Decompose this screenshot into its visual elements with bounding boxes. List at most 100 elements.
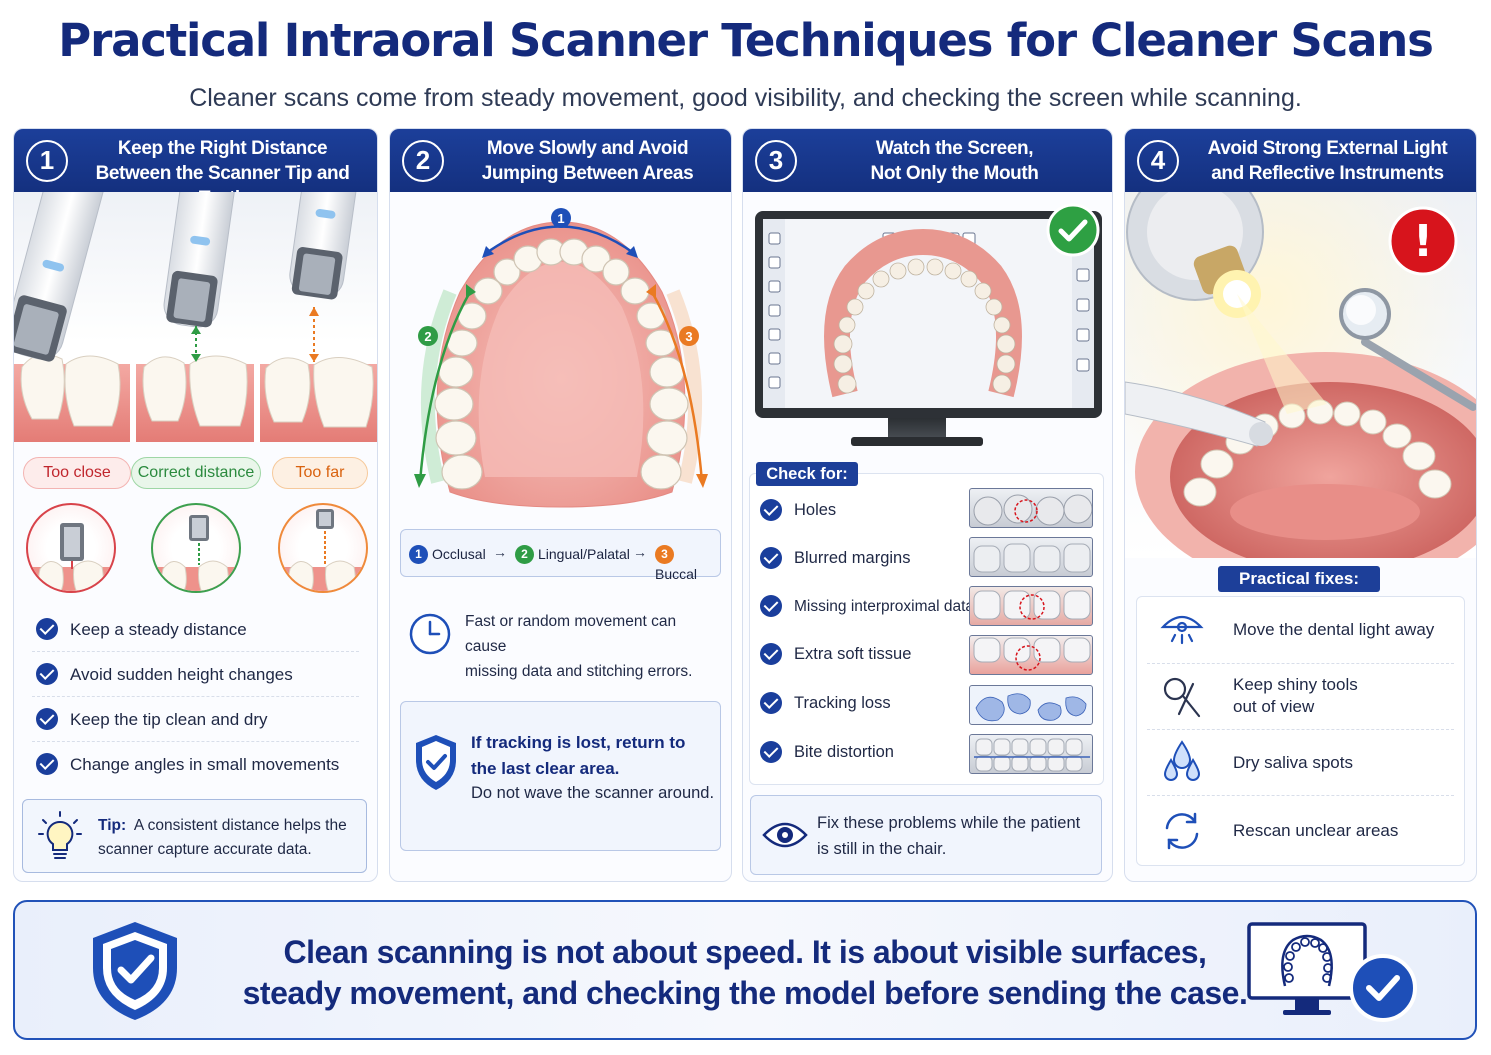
eye-icon — [762, 822, 808, 848]
scan-model-svg — [763, 219, 1094, 408]
check-circle-icon — [36, 708, 58, 730]
list-item: Missing interproximal data — [760, 588, 974, 624]
check-circle-icon — [760, 547, 782, 569]
thumbnail-svg — [973, 637, 1091, 671]
tracking-note: Do not wave the scanner around. — [471, 784, 715, 802]
practical-fixes-list: Move the dental light away Keep shiny to… — [1136, 596, 1465, 866]
check-circle-icon — [760, 643, 782, 665]
fix-line: Fix these problems while the patient — [817, 814, 1081, 832]
panel-distance: 1 Keep the Right Distance Between the Sc… — [13, 128, 378, 882]
list-item: Dry saliva spots — [1147, 730, 1454, 796]
list-item-text: Keep the tip clean and dry — [70, 710, 268, 729]
panel-title-line: Not Only the Mouth — [870, 163, 1039, 184]
monitor-check-icon — [1247, 922, 1417, 1022]
step-label: Occlusal — [432, 546, 486, 562]
panel-header: 1 Keep the Right Distance Between the Sc… — [14, 129, 377, 209]
tracking-lost-box: If tracking is lost, return to the last … — [400, 701, 721, 851]
panel-title: Avoid Strong External Light and Reflecti… — [1185, 136, 1470, 186]
tracking-line: If tracking is lost, return to — [471, 733, 686, 752]
mirror-tool-icon — [1163, 677, 1201, 718]
list-item: Holes — [760, 492, 836, 528]
arch-marker-3: 3 — [685, 329, 692, 344]
fix-line: out of view — [1233, 697, 1315, 716]
step-label: Buccal — [655, 566, 698, 582]
list-item-text: Blurred margins — [794, 549, 911, 567]
warning-symbol: ! — [1413, 216, 1433, 267]
tracking-loss-thumbnail — [969, 685, 1093, 725]
tip-line: A consistent distance helps the — [133, 817, 347, 834]
list-item-text: Holes — [794, 501, 837, 519]
monitor-stand — [888, 418, 946, 440]
step-number: 1 — [26, 140, 68, 182]
check-circle-icon — [36, 663, 58, 685]
fix-line: is still in the chair. — [817, 840, 947, 858]
thumbnail-svg — [973, 590, 1091, 620]
too-far-label: Too far — [272, 457, 368, 489]
panel-title: Move Slowly and Avoid Jumping Between Ar… — [450, 136, 725, 186]
shield-check-icon — [93, 922, 177, 1020]
warning-alert-icon: ! — [1388, 206, 1458, 276]
fix-line: Rescan unclear areas — [1233, 821, 1399, 840]
holes-thumbnail — [969, 488, 1093, 528]
saliva-drops-icon — [1163, 740, 1201, 781]
panel-movement: 2 Move Slowly and Avoid Jumping Between … — [389, 128, 732, 882]
monitor-illustration — [755, 211, 1102, 418]
movement-warning-text: Fast or random movement can cause missin… — [465, 609, 721, 684]
panel-header: 3 Watch the Screen, Not Only the Mouth — [743, 129, 1112, 192]
list-item: Change angles in small movements — [32, 742, 359, 787]
panel-external-light: 4 Avoid Strong External Light and Reflec… — [1124, 128, 1477, 882]
summary-banner: Clean scanning is not about speed. It is… — [13, 900, 1477, 1040]
panel-title-line: Avoid Strong External Light — [1207, 138, 1448, 159]
too-far-detail — [278, 503, 368, 593]
check-circle-icon — [36, 618, 58, 640]
check-for-label: Check for: — [756, 462, 858, 486]
mouth-light-illustration: ! — [1125, 163, 1476, 592]
panel-watch-screen: 3 Watch the Screen, Not Only the Mouth — [742, 128, 1113, 882]
fix-problems-text: Fix these problems while the patient is … — [817, 810, 1080, 862]
list-item: Move the dental light away — [1147, 597, 1454, 664]
too-close-detail — [26, 503, 116, 593]
check-circle-icon — [36, 753, 58, 775]
list-item-text: Bite distortion — [794, 743, 894, 761]
fix-problems-box: Fix these problems while the patient is … — [750, 795, 1102, 875]
monitor-base — [851, 437, 983, 446]
list-item: Tracking loss — [760, 685, 891, 721]
sequence-step-buccal: 3Buccal — [655, 544, 720, 584]
scanner-distance-svg — [14, 140, 377, 442]
step-badge: 2 — [515, 545, 534, 564]
blurred-margins-thumbnail — [969, 537, 1093, 577]
step-badge: 3 — [655, 545, 674, 564]
list-item: Keep shiny tools out of view — [1147, 664, 1454, 730]
lightbulb-icon — [38, 811, 82, 859]
dental-light-icon — [1160, 615, 1204, 645]
list-item-text: Keep a steady distance — [70, 620, 247, 639]
check-circle-icon — [760, 499, 782, 521]
list-item-text: Extra soft tissue — [794, 645, 912, 663]
summary-text: Clean scanning is not about speed. It is… — [195, 932, 1295, 1014]
list-item: Blurred margins — [760, 540, 910, 576]
shield-check-icon — [416, 735, 456, 790]
step-label: Lingual/Palatal — [538, 546, 630, 562]
check-circle-icon — [760, 595, 782, 617]
thumbnail-svg — [973, 494, 1092, 526]
clock-icon — [409, 613, 451, 655]
check-for-list: Holes Blurred margins Missing interproxi… — [749, 473, 1104, 785]
summary-line: steady movement, and checking the model … — [242, 975, 1248, 1011]
check-circle-icon — [760, 741, 782, 763]
thumbnail-svg — [975, 693, 1087, 722]
panel-title-line: and Reflective Instruments — [1211, 163, 1444, 184]
list-item: Keep a steady distance — [32, 607, 359, 652]
fix-text: Rescan unclear areas — [1233, 820, 1398, 842]
tracking-instruction: If tracking is lost, return to the last … — [471, 730, 685, 782]
arrow-right-icon: → — [633, 544, 647, 560]
page-subtitle: Cleaner scans come from steady movement,… — [189, 84, 1302, 112]
correct-distance-detail — [151, 503, 241, 593]
list-item: Extra soft tissue — [760, 636, 911, 672]
practical-fixes-label: Practical fixes: — [1218, 566, 1380, 592]
list-item-text: Missing interproximal data — [794, 598, 975, 615]
panel-title-line: Watch the Screen, — [875, 138, 1034, 159]
arch-marker-2: 2 — [424, 329, 431, 344]
